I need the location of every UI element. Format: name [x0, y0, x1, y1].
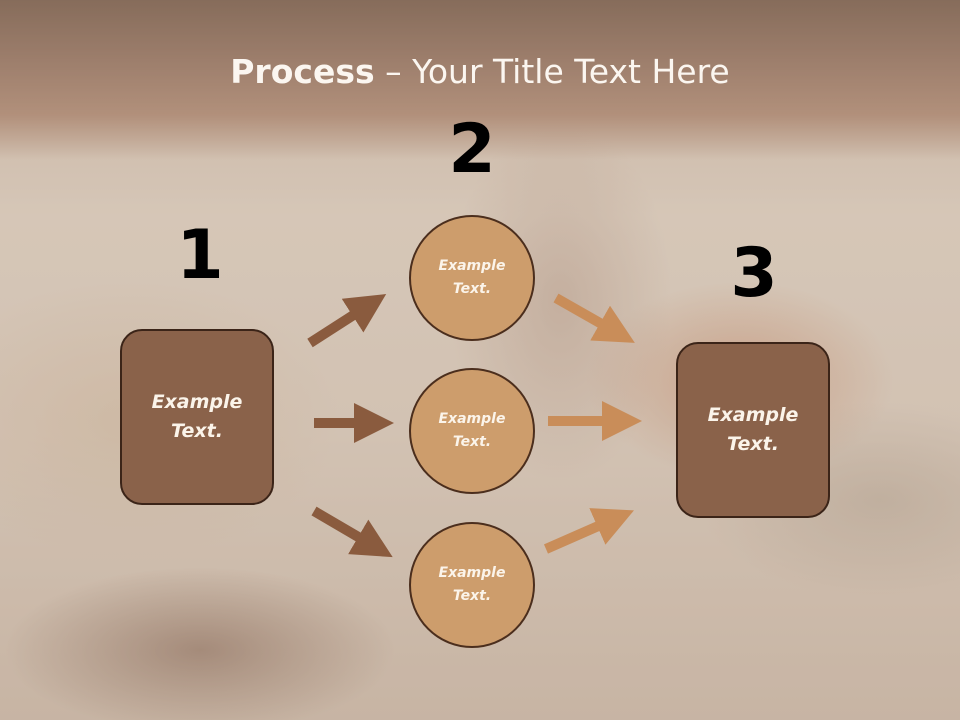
- step-2-circle-middle[interactable]: Example Text.: [409, 368, 535, 494]
- arrow-left-to-bottom: [311, 506, 393, 558]
- step-number-2: 2: [448, 110, 496, 189]
- step-number-3: 3: [730, 234, 778, 313]
- step-1-box[interactable]: Example Text.: [120, 329, 274, 505]
- circle-middle-line-2: Text.: [452, 434, 492, 450]
- step-2-circle-top[interactable]: Example Text.: [409, 215, 535, 341]
- circle-bottom-line-2: Text.: [452, 588, 492, 604]
- step-3-box[interactable]: Example Text.: [676, 342, 830, 518]
- slide-title-bold: Process: [230, 52, 375, 91]
- circle-bottom-line-1: Example: [438, 565, 506, 581]
- circle-middle-text: Example Text.: [439, 408, 506, 454]
- step-1-box-line-2: Text.: [171, 420, 223, 442]
- circle-top-text: Example Text.: [439, 255, 506, 301]
- circle-top-line-1: Example: [438, 258, 506, 274]
- circle-middle-line-1: Example: [438, 411, 506, 427]
- arrow-top-to-right: [553, 293, 635, 343]
- arrow-bottom-to-right: [543, 508, 634, 554]
- slide-title-rest: – Your Title Text Here: [374, 52, 730, 91]
- arrow-left-to-top: [307, 294, 387, 348]
- circle-top-line-2: Text.: [452, 281, 492, 297]
- step-1-box-line-1: Example: [151, 391, 243, 413]
- step-3-box-line-2: Text.: [727, 433, 779, 455]
- header-band: [0, 0, 960, 160]
- step-3-box-text: Example Text.: [708, 401, 799, 459]
- step-3-box-line-1: Example: [707, 404, 799, 426]
- circle-bottom-text: Example Text.: [439, 562, 506, 608]
- step-2-circle-bottom[interactable]: Example Text.: [409, 522, 535, 648]
- slide-title: Process – Your Title Text Here: [0, 52, 960, 91]
- step-1-box-text: Example Text.: [152, 388, 243, 446]
- step-number-1: 1: [176, 216, 224, 295]
